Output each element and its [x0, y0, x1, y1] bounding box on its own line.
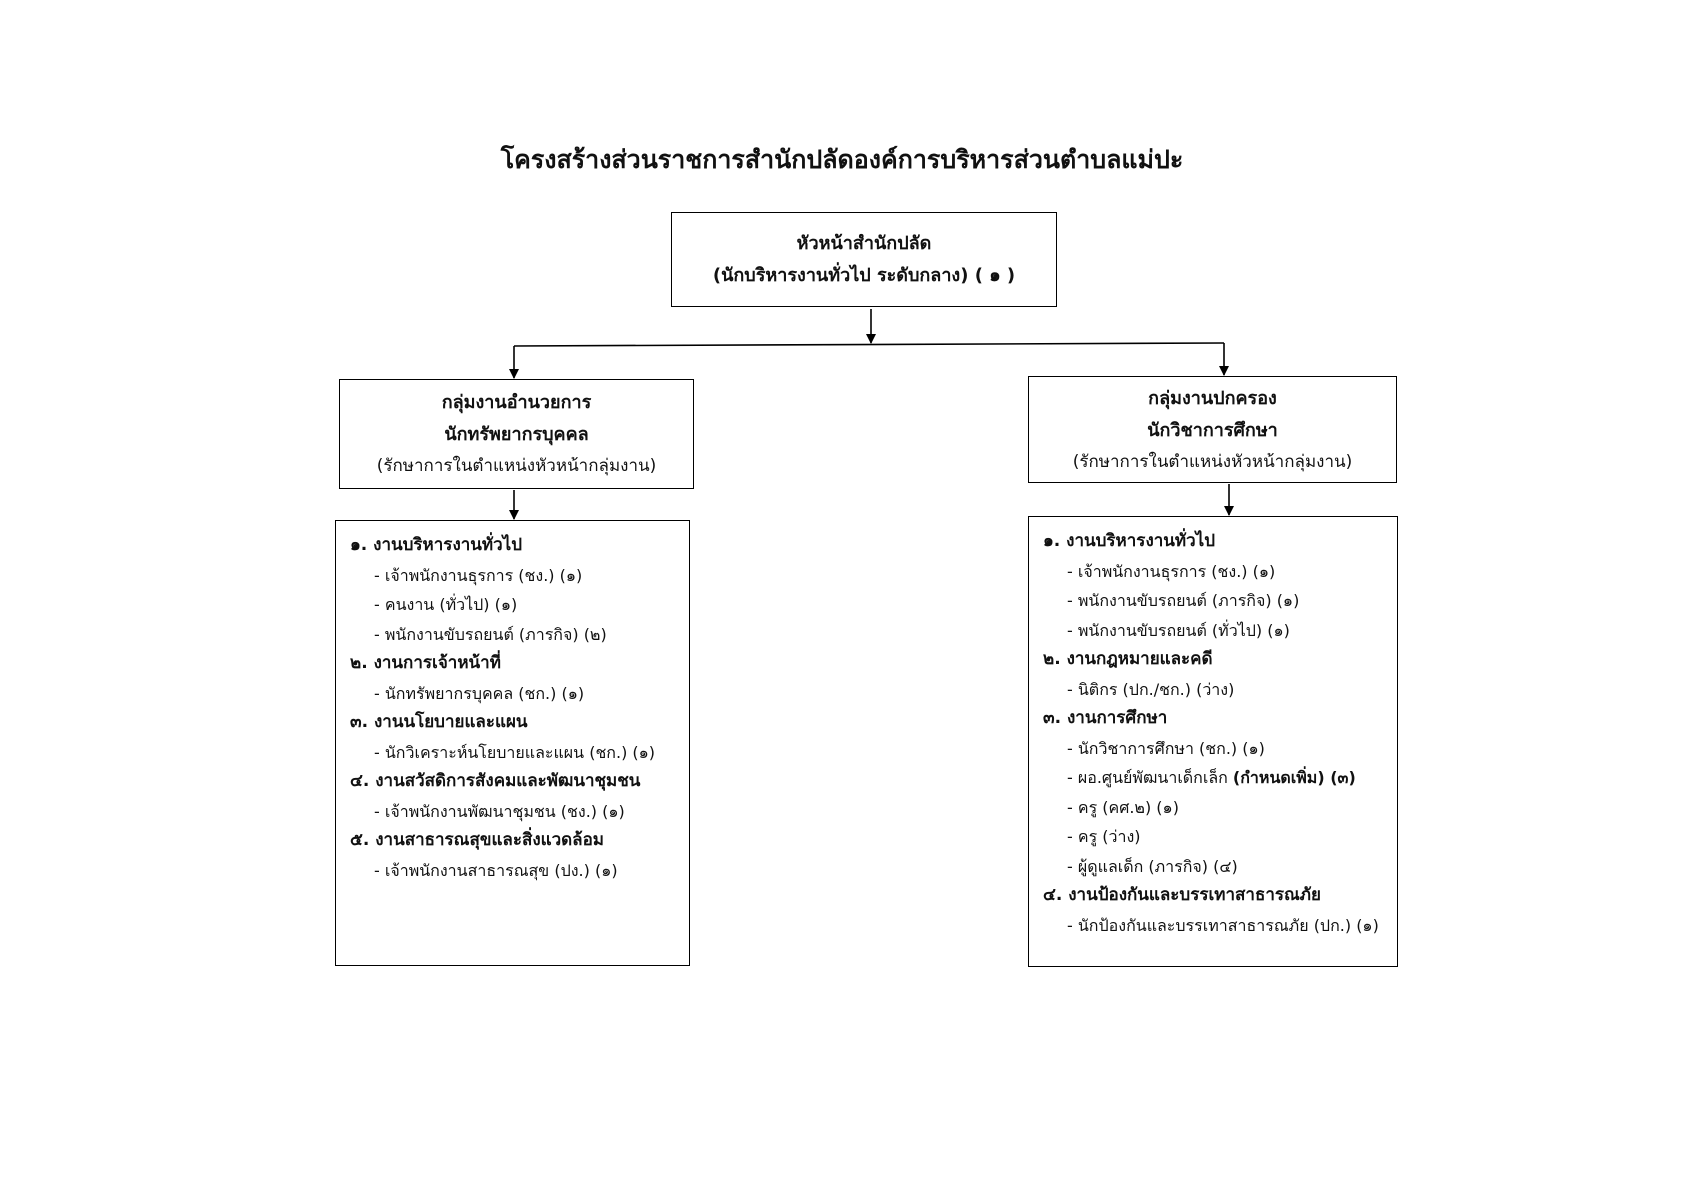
governance-group-position: นักวิชาการศึกษา: [1147, 419, 1278, 441]
list-item: - พนักงานขับรถยนต์ (ภารกิจ) (๒): [374, 624, 607, 644]
section-title: ๔. งานป้องกันและบรรเทาสาธารณภัย: [1043, 885, 1321, 905]
horizontal-connector: [513, 342, 1225, 347]
list-item: - ครู (คศ.๒) (๑): [1067, 797, 1179, 817]
list-item: - ผู้ดูแลเด็ก (ภารกิจ) (๔): [1067, 856, 1238, 876]
page-title: โครงสร้างส่วนราชการสำนักปลัดองค์การบริหา…: [500, 145, 1184, 174]
list-item: - นิติกร (ปก./ชก.) (ว่าง): [1067, 679, 1235, 699]
director-label: - ผอ.ศูนย์พัฒนาเด็กเล็ก: [1067, 768, 1228, 787]
governance-group-box: กลุ่มงานปกครอง นักวิชาการศึกษา (รักษาการ…: [1028, 376, 1397, 483]
governance-group-note: (รักษาการในตำแหน่งหัวหน้ากลุ่มงาน): [1072, 451, 1353, 472]
head-position: (นักบริหารงานทั่วไป ระดับกลาง) ( ๑ ): [712, 264, 1016, 286]
list-item: - คนงาน (ทั่วไป) (๑): [374, 595, 518, 614]
section-title: ๔. งานสวัสดิการสังคมและพัฒนาชุมชน: [350, 771, 641, 791]
list-item: - นักทรัพยากรบุคคล (ชก.) (๑): [374, 683, 585, 703]
section-title: ๕. งานสาธารณสุขและสิ่งแวดล้อม: [350, 830, 605, 850]
admin-group-title: กลุ่มงานอำนวยการ: [441, 392, 592, 413]
governance-group-title: กลุ่มงานปกครอง: [1148, 387, 1277, 409]
list-item: - ครู (ว่าง): [1067, 827, 1141, 846]
admin-task-list: ๑. งานบริหารงานทั่วไป - เจ้าพนักงานธุรกา…: [335, 520, 690, 966]
section-title: ๓. งานนโยบายและแผน: [350, 712, 528, 732]
list-item: - นักวิชาการศึกษา (ชก.) (๑): [1067, 738, 1265, 758]
admin-group-position: นักทรัพยากรบุคคล: [444, 424, 589, 445]
list-item: - ผอ.ศูนย์พัฒนาเด็กเล็ก (กำหนดเพิ่ม) (๓): [1043, 763, 1397, 793]
admin-group-note: (รักษาการในตำแหน่งหัวหน้ากลุ่มงาน): [376, 456, 657, 476]
list-item: - พนักงานขับรถยนต์ (ภารกิจ) (๑): [1067, 591, 1300, 610]
list-item: - เจ้าพนักงานสาธารณสุข (ปง.) (๑): [374, 860, 618, 880]
section-title: ๑. งานบริหารงานทั่วไป: [350, 535, 523, 555]
list-item: - เจ้าพนักงานธุรการ (ชง.) (๑): [374, 565, 583, 585]
list-item: - นักวิเคราะห์นโยบายและแผน (ชก.) (๑): [374, 742, 656, 762]
admin-group-box: กลุ่มงานอำนวยการ นักทรัพยากรบุคคล (รักษา…: [339, 379, 694, 489]
head-box: หัวหน้าสำนักปลัด (นักบริหารงานทั่วไป ระด…: [671, 212, 1057, 307]
list-item: - นักป้องกันและบรรเทาสาธารณภัย (ปก.) (๑): [1067, 915, 1379, 935]
section-title: ๒. งานการเจ้าหน้าที่: [350, 653, 501, 673]
list-item: - เจ้าพนักงานธุรการ (ชง.) (๑): [1067, 561, 1276, 581]
head-title: หัวหน้าสำนักปลัด: [796, 232, 932, 254]
list-item: - พนักงานขับรถยนต์ (ทั่วไป) (๑): [1067, 620, 1290, 640]
section-title: ๑. งานบริหารงานทั่วไป: [1043, 531, 1216, 551]
section-title: ๒. งานกฎหมายและคดี: [1043, 649, 1213, 669]
section-title: ๓. งานการศึกษา: [1043, 708, 1168, 728]
director-suffix: (กำหนดเพิ่ม) (๓): [1232, 768, 1356, 787]
governance-task-list: ๑. งานบริหารงานทั่วไป - เจ้าพนักงานธุรกา…: [1028, 516, 1398, 967]
list-item: - เจ้าพนักงานพัฒนาชุมชน (ชง.) (๑): [374, 801, 625, 821]
